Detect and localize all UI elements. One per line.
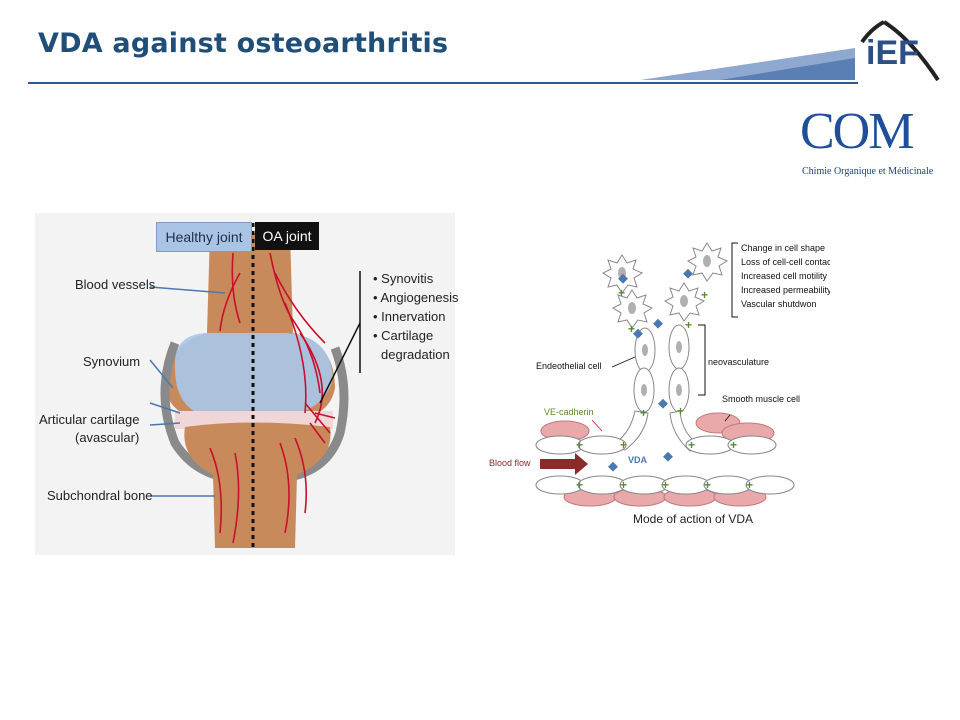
com-logo-subtitle: Chimie Organique et Médicinale (802, 166, 934, 177)
svg-text:+: + (688, 438, 695, 452)
svg-text:+: + (662, 478, 669, 492)
vda-diagram: + + + + + + + + + + + + + + + Change in cell sha… (489, 242, 830, 507)
oa-effects-list: • Synovitis • Angiogenesis • Innervation… (373, 269, 459, 364)
label-avascular: (avascular) (75, 430, 140, 445)
svg-text:+: + (704, 478, 711, 492)
header-divider (28, 82, 858, 84)
svg-text:+: + (677, 404, 684, 418)
label-synovium: Synovium (83, 354, 141, 369)
label-blood-flow: Blood flow (489, 458, 531, 468)
svg-text:+: + (640, 406, 647, 420)
label-neovasculature: neovasculature (708, 357, 769, 367)
com-logo-text: COM (800, 103, 914, 160)
label-vda: VDA (628, 455, 648, 465)
svg-text:+: + (685, 318, 692, 332)
svg-text:+: + (620, 478, 627, 492)
svg-text:+: + (576, 478, 583, 492)
slide-title: VDA against osteoarthritis (38, 28, 449, 59)
label-articular-cartilage: Articular cartilage (39, 412, 140, 427)
bullet-item: • Innervation (373, 309, 446, 324)
bullet-item: • Synovitis (373, 271, 434, 286)
svg-text:+: + (576, 438, 583, 452)
label-blood-vessels: Blood vessels (75, 277, 156, 292)
svg-text:+: + (620, 438, 627, 452)
tab-healthy-joint: Healthy joint (156, 222, 252, 252)
svg-text:+: + (701, 288, 708, 302)
tab-oa-joint: OA joint (255, 222, 319, 250)
label-endothelial-cell: Endeothelial cell (536, 361, 602, 371)
label-subchondral-bone: Subchondral bone (47, 488, 153, 503)
bullet-item: • Angiogenesis (373, 290, 459, 305)
svg-text:+: + (618, 286, 625, 300)
com-logo: COM Chimie Organique et Médicinale (800, 100, 945, 180)
svg-text:+: + (746, 478, 753, 492)
effect-vascular-shutdown: Vascular shutdwon (741, 299, 816, 309)
svg-text:+: + (730, 438, 737, 452)
effect-change-shape: Change in cell shape (741, 243, 825, 253)
effect-loss-contact: Loss of cell-cell contact (741, 257, 830, 267)
effect-permeability: Increased permeability (741, 285, 830, 295)
knee-illustration (149, 223, 361, 548)
effect-cell-motility: Increased cell motility (741, 271, 828, 281)
bullet-item: • Cartilage (373, 328, 434, 343)
bullet-item: degradation (381, 347, 450, 362)
knee-joint-figure: Healthy joint OA joint Blood vessels Syn… (35, 213, 459, 555)
vda-caption: Mode of action of VDA (633, 512, 754, 526)
svg-text:+: + (628, 322, 635, 336)
label-ve-cadherin: VE-cadherin (544, 407, 594, 417)
ief-logo-text: iEF (866, 34, 919, 72)
label-smooth-muscle-cell: Smooth muscle cell (722, 394, 800, 404)
ief-logo: iEF (640, 20, 940, 82)
